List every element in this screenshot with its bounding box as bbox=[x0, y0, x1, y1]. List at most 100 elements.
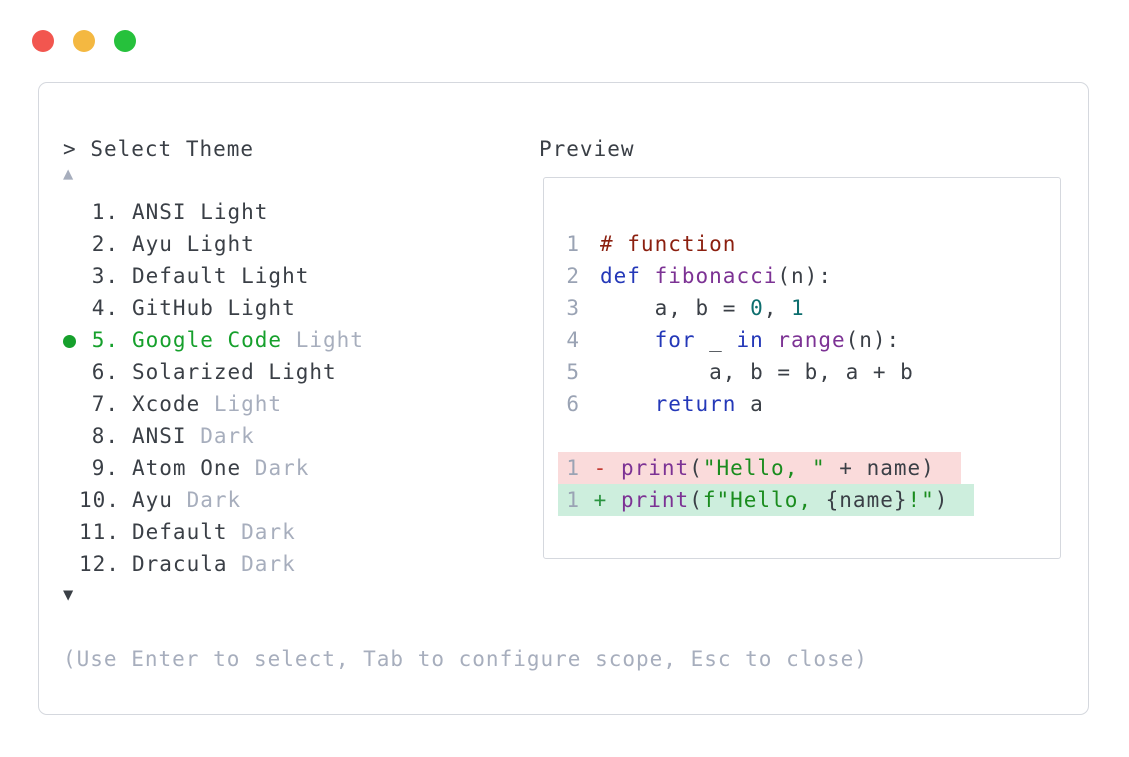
theme-list-item[interactable]: 8.ANSI Dark bbox=[63, 420, 364, 452]
close-button[interactable] bbox=[32, 30, 54, 52]
code-token: fibonacci bbox=[654, 264, 778, 288]
theme-number: 4. bbox=[91, 296, 119, 320]
theme-name: Google Code bbox=[132, 328, 283, 352]
code-token: - bbox=[593, 456, 608, 480]
theme-name: ANSI Light bbox=[132, 200, 269, 224]
theme-list-item[interactable]: 5. Google Code Light bbox=[63, 324, 364, 356]
code-line: 3 a, b = 0, 1 bbox=[558, 292, 1060, 324]
code-token: ) bbox=[934, 488, 949, 512]
code-token: print bbox=[620, 456, 690, 480]
theme-list-item[interactable]: 10.Ayu Dark bbox=[63, 484, 364, 516]
code-token: for bbox=[654, 328, 696, 352]
line-number: 1 bbox=[566, 232, 580, 256]
theme-number: 12. bbox=[79, 552, 120, 576]
theme-number: 3. bbox=[91, 264, 119, 288]
line-number: 3 bbox=[566, 296, 580, 320]
theme-name: Dracula bbox=[132, 552, 228, 576]
selected-bullet-icon bbox=[63, 303, 76, 316]
theme-name: GitHub Light bbox=[132, 296, 296, 320]
selected-bullet-icon bbox=[63, 431, 76, 444]
theme-number: 8. bbox=[91, 424, 119, 448]
selected-bullet-icon bbox=[63, 559, 76, 572]
code-token: return bbox=[654, 392, 737, 416]
code-token: a, b = bbox=[600, 296, 751, 320]
line-number: 2 bbox=[566, 264, 580, 288]
scroll-down-icon[interactable]: ▼ bbox=[63, 585, 75, 605]
theme-variant-label: Dark bbox=[227, 520, 296, 544]
line-number: 4 bbox=[566, 328, 580, 352]
line-number: 1 bbox=[566, 488, 580, 512]
theme-list-item[interactable]: 1. ANSI Light bbox=[63, 196, 364, 228]
theme-list-item[interactable]: 6. Solarized Light bbox=[63, 356, 364, 388]
diff-line-minus: 1 - print("Hello, " + name) bbox=[558, 452, 1060, 484]
code-token bbox=[580, 456, 594, 480]
diff-sample: 1 - print("Hello, " + name)1 + print(f"H… bbox=[558, 452, 1060, 516]
selected-bullet-icon bbox=[63, 335, 76, 348]
theme-number: 5. bbox=[91, 328, 119, 352]
theme-number: 1. bbox=[91, 200, 119, 224]
code-token: a bbox=[736, 392, 764, 416]
theme-list-item[interactable]: 7.Xcode Light bbox=[63, 388, 364, 420]
code-line: 6 return a bbox=[558, 388, 1060, 420]
code-token bbox=[580, 488, 594, 512]
theme-list-item[interactable]: 9.Atom One Dark bbox=[63, 452, 364, 484]
picker-header: > Select Theme bbox=[63, 136, 364, 162]
window-controls bbox=[32, 30, 136, 52]
minimize-button[interactable] bbox=[73, 30, 95, 52]
code-token: !" bbox=[907, 488, 935, 512]
code-token: print bbox=[620, 488, 690, 512]
code-line: 1 # function bbox=[558, 228, 1060, 260]
theme-number: 9. bbox=[91, 456, 119, 480]
code-token: f"Hello, bbox=[702, 488, 826, 512]
code-token: range bbox=[777, 328, 846, 352]
theme-list-item[interactable]: 4. GitHub Light bbox=[63, 292, 364, 324]
theme-list-item[interactable]: 12. Dracula Dark bbox=[63, 548, 364, 580]
maximize-button[interactable] bbox=[114, 30, 136, 52]
code-token: ( bbox=[689, 456, 703, 480]
theme-list: 1. ANSI Light 2. Ayu Light 3. Default Light 4.… bbox=[63, 196, 364, 580]
preview-label: Preview bbox=[539, 137, 635, 161]
theme-name: Xcode bbox=[132, 392, 201, 416]
keyboard-hint: (Use Enter to select, Tab to configure s… bbox=[63, 647, 868, 671]
code-token: {name} bbox=[825, 488, 908, 512]
theme-picker-dialog: > Select Theme ▲ 1. ANSI Light 2. Ayu Light… bbox=[38, 82, 1089, 715]
theme-number: 2. bbox=[91, 232, 119, 256]
theme-variant-label: Dark bbox=[186, 424, 255, 448]
prompt-caret: > bbox=[63, 137, 77, 161]
code-token: "Hello, " bbox=[702, 456, 826, 480]
code-token: 1 bbox=[791, 296, 805, 320]
code-token: (n): bbox=[845, 328, 901, 352]
header-space bbox=[77, 137, 91, 161]
theme-name: Default Light bbox=[132, 264, 310, 288]
theme-name: Ayu Light bbox=[132, 232, 255, 256]
code-token bbox=[607, 488, 621, 512]
line-number: 1 bbox=[566, 456, 580, 480]
code-token: in bbox=[736, 328, 764, 352]
code-token: _ bbox=[695, 328, 737, 352]
scroll-up-icon[interactable]: ▲ bbox=[63, 164, 75, 184]
theme-number: 10. bbox=[79, 488, 120, 512]
theme-name: Default bbox=[132, 520, 228, 544]
theme-name: Solarized Light bbox=[132, 360, 337, 384]
theme-variant-label: Dark bbox=[227, 552, 296, 576]
theme-list-item[interactable]: 2. Ayu Light bbox=[63, 228, 364, 260]
code-token bbox=[607, 456, 621, 480]
theme-list-item[interactable]: 3. Default Light bbox=[63, 260, 364, 292]
selected-bullet-icon bbox=[63, 463, 76, 476]
diff-line-plus: 1 + print(f"Hello, {name}!") bbox=[558, 484, 1060, 516]
selected-bullet-icon bbox=[63, 399, 76, 412]
diff-highlight: 1 + print(f"Hello, {name}!") bbox=[558, 484, 975, 516]
code-token: # function bbox=[600, 232, 737, 256]
theme-list-item[interactable]: 11. Default Dark bbox=[63, 516, 364, 548]
code-token bbox=[764, 328, 778, 352]
theme-number: 6. bbox=[91, 360, 119, 384]
code-token: a, b = b, a + b bbox=[600, 360, 914, 384]
diff-highlight: 1 - print("Hello, " + name) bbox=[558, 452, 961, 484]
theme-variant-label: Light bbox=[282, 328, 364, 352]
code-token: ( bbox=[689, 488, 703, 512]
theme-number: 11. bbox=[79, 520, 120, 544]
theme-name: Atom One bbox=[132, 456, 242, 480]
